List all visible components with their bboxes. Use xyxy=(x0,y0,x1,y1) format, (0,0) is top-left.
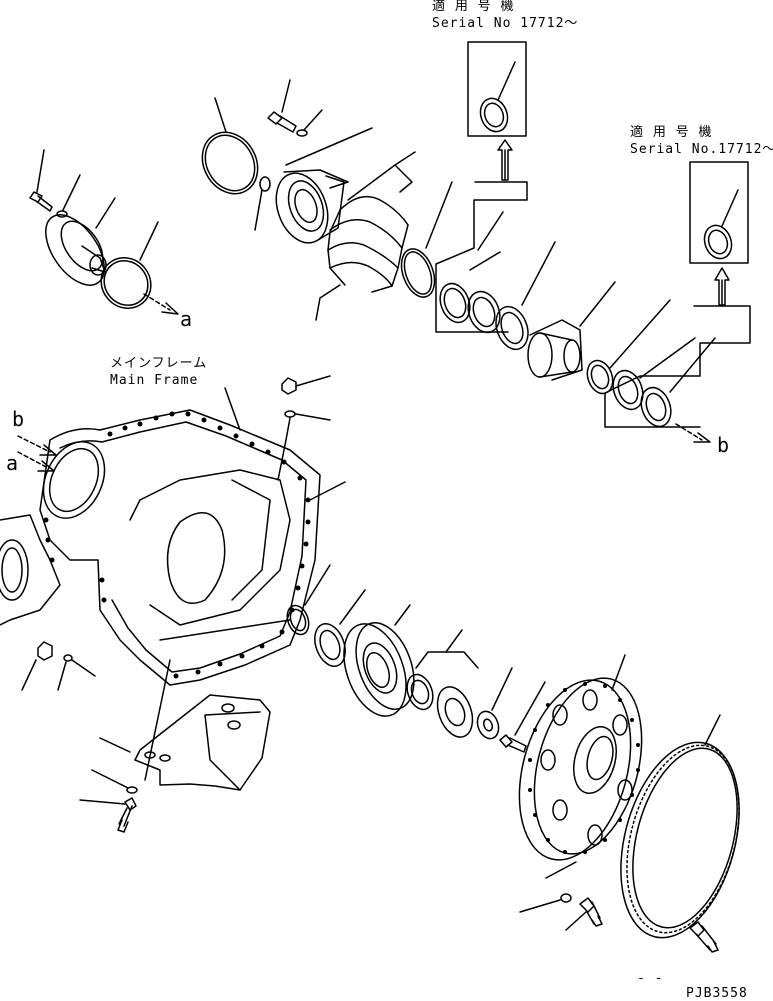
main-frame-label-japanese: メインフレーム xyxy=(110,356,208,371)
serial-note-2-japanese: 適 用 号 機 xyxy=(630,125,713,140)
bearing-pair-bottom xyxy=(406,629,479,738)
reference-b-right: b xyxy=(717,433,730,457)
frame-fittings xyxy=(277,375,346,501)
ring-bolt xyxy=(689,921,719,953)
bolt-bottom-center xyxy=(499,681,546,753)
o-ring-large xyxy=(201,97,259,195)
main-frame-label-english: Main Frame xyxy=(110,373,199,388)
o-ring-left xyxy=(100,221,159,309)
bolt-top-middle xyxy=(267,79,297,133)
gear-shaft xyxy=(527,281,616,381)
main-frame xyxy=(0,387,321,781)
serial-note-2-english: Serial No.17712～ xyxy=(630,142,773,157)
thrust-washer xyxy=(476,667,513,740)
mount-bracket xyxy=(99,694,271,791)
bearing-housing xyxy=(275,127,373,244)
arrow-to-b-right xyxy=(675,423,711,443)
arrow-b-left xyxy=(17,435,57,456)
bearing-group xyxy=(435,139,556,351)
reference-a-top: a xyxy=(180,307,193,331)
carrier-bolt-holes xyxy=(528,682,640,854)
washer-top-middle xyxy=(296,109,323,137)
bearing-cone xyxy=(314,589,366,667)
plug-bottom-left xyxy=(21,641,96,691)
bottom-mark: - - xyxy=(637,971,664,986)
serial-box-top xyxy=(467,41,527,137)
reference-a-left: a xyxy=(6,451,19,475)
bearing-group-right xyxy=(586,267,751,428)
bolt-top-left xyxy=(29,149,53,212)
wheel-hub xyxy=(343,604,415,717)
spring-pack xyxy=(315,151,416,321)
washer-bottom-right xyxy=(519,861,577,913)
plug-small xyxy=(254,176,271,231)
serial-note-1-japanese: 適 用 号 機 xyxy=(432,0,515,14)
frame-bolt-holes xyxy=(43,411,311,679)
reference-b-left: b xyxy=(12,407,25,431)
serial-note-1-english: Serial No 17712～ xyxy=(432,16,579,31)
serial-box-right xyxy=(689,161,749,264)
ring-gear xyxy=(620,714,740,939)
bolt-bottom-left xyxy=(79,769,138,833)
flange-cover xyxy=(45,197,116,286)
o-ring-middle xyxy=(400,181,453,298)
washer-top-left xyxy=(56,174,81,218)
bolt-bottom-right xyxy=(565,897,603,931)
arrow-to-a-top xyxy=(143,293,179,315)
seal-ring xyxy=(286,564,331,636)
arrow-a-left xyxy=(17,451,55,472)
drawing-number: PJB3558 xyxy=(686,986,748,1001)
